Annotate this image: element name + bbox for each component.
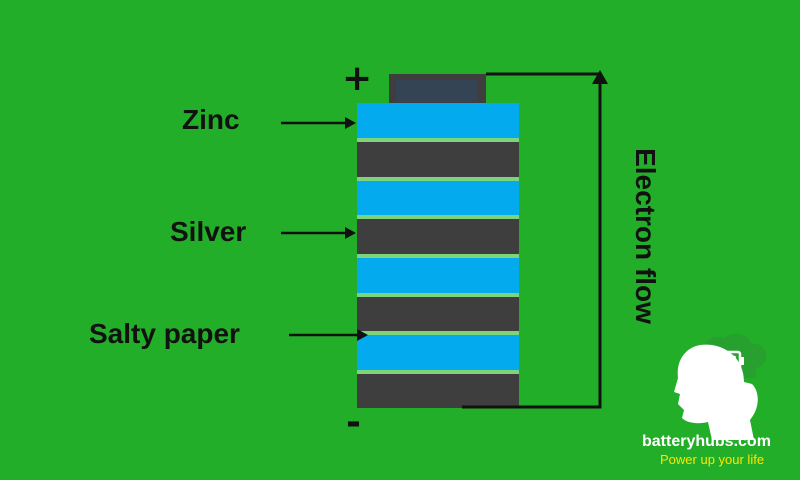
zinc-label: Zinc (182, 104, 240, 135)
salty-paper-layer (357, 293, 519, 297)
silver-arrow (281, 227, 356, 239)
silver-label: Silver (170, 216, 247, 247)
silver-layer (357, 374, 519, 408)
salty-paper-layer (357, 370, 519, 374)
silver-layer (357, 297, 519, 331)
zinc-layer (357, 103, 519, 138)
battery-stack (357, 103, 519, 408)
salty-paper-layer (357, 254, 519, 258)
salty-paper-layer (357, 138, 519, 142)
circuit-wire (462, 72, 602, 409)
head-battery-icon (674, 333, 767, 440)
electron-flow-label: Electron flow (630, 148, 661, 324)
zinc-layer (357, 258, 519, 293)
salty-paper-label: Salty paper (89, 318, 240, 349)
zinc-layer (357, 335, 519, 370)
zinc-arrow (281, 117, 356, 129)
positive-terminal-inner (396, 80, 478, 102)
zinc-layer (357, 181, 519, 215)
salty-paper-layer (357, 331, 519, 335)
salty-paper-arrow (289, 329, 368, 341)
brand-name: batteryhubs.com (642, 433, 771, 450)
electron-flow-arrowhead (592, 70, 608, 84)
silver-layer (357, 219, 519, 254)
silver-layer (357, 142, 519, 177)
salty-paper-layer (357, 177, 519, 181)
brand-tagline: Power up your life (660, 452, 765, 467)
salty-paper-layer (357, 215, 519, 219)
negative-sign: - (346, 402, 361, 443)
positive-sign: + (342, 58, 373, 99)
